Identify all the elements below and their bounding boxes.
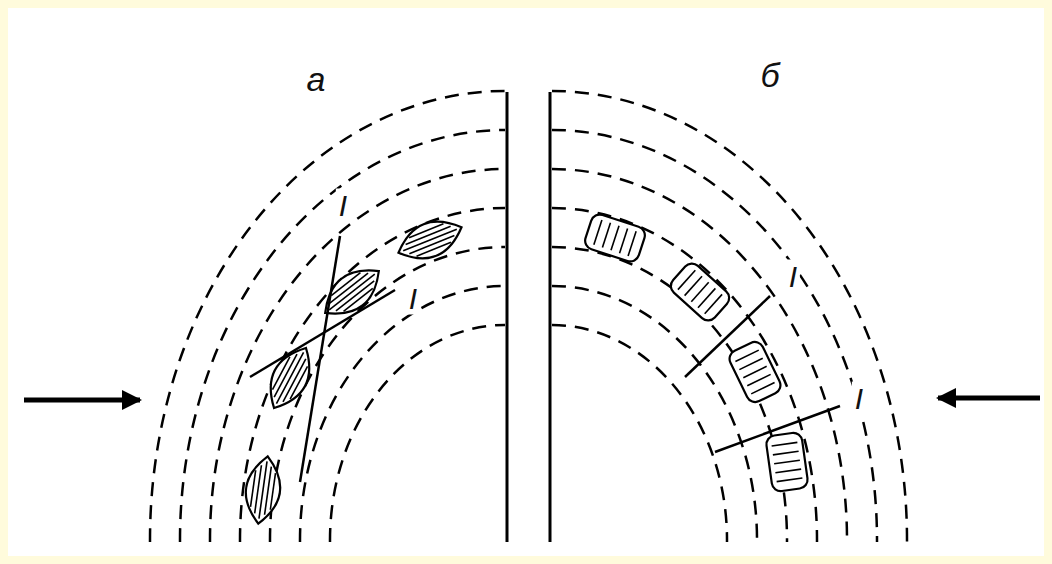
block-boudin [765, 432, 808, 492]
block-boudin [667, 260, 733, 324]
line-label: I [786, 260, 800, 293]
line-label: I [852, 382, 866, 415]
panel-letter: а [304, 61, 329, 98]
trace-line [715, 406, 840, 452]
layer-arc [552, 286, 757, 542]
layer-arc [552, 325, 727, 542]
block-boudin [727, 339, 784, 405]
layer-arc [552, 130, 877, 542]
layer-arc [270, 247, 505, 542]
layer-arc [552, 247, 787, 542]
layer-arc [240, 208, 505, 542]
layer-arc [330, 325, 505, 542]
trace-line [685, 296, 770, 377]
lens-boudin [241, 454, 284, 526]
layer-arc [300, 286, 505, 542]
compression-arrow [24, 398, 140, 403]
axial-plane [506, 92, 509, 542]
axial-plane [549, 92, 552, 542]
layer-arc [552, 208, 817, 542]
line-label: I [336, 189, 350, 222]
layer-arc [552, 91, 907, 542]
trace-line [300, 236, 340, 482]
layer-arc [180, 130, 505, 542]
panel-letter: б [757, 57, 782, 94]
compression-arrow [938, 396, 1040, 401]
block-boudin [583, 212, 647, 264]
lens-boudin [392, 212, 468, 269]
layer-arc [150, 91, 505, 542]
layer-arc [210, 169, 505, 542]
trace-line [250, 290, 395, 377]
layer-arc [552, 169, 847, 542]
ground [8, 8, 1044, 556]
dashed-layers [150, 91, 907, 542]
line-label: I [406, 282, 420, 315]
boudins [241, 212, 808, 527]
